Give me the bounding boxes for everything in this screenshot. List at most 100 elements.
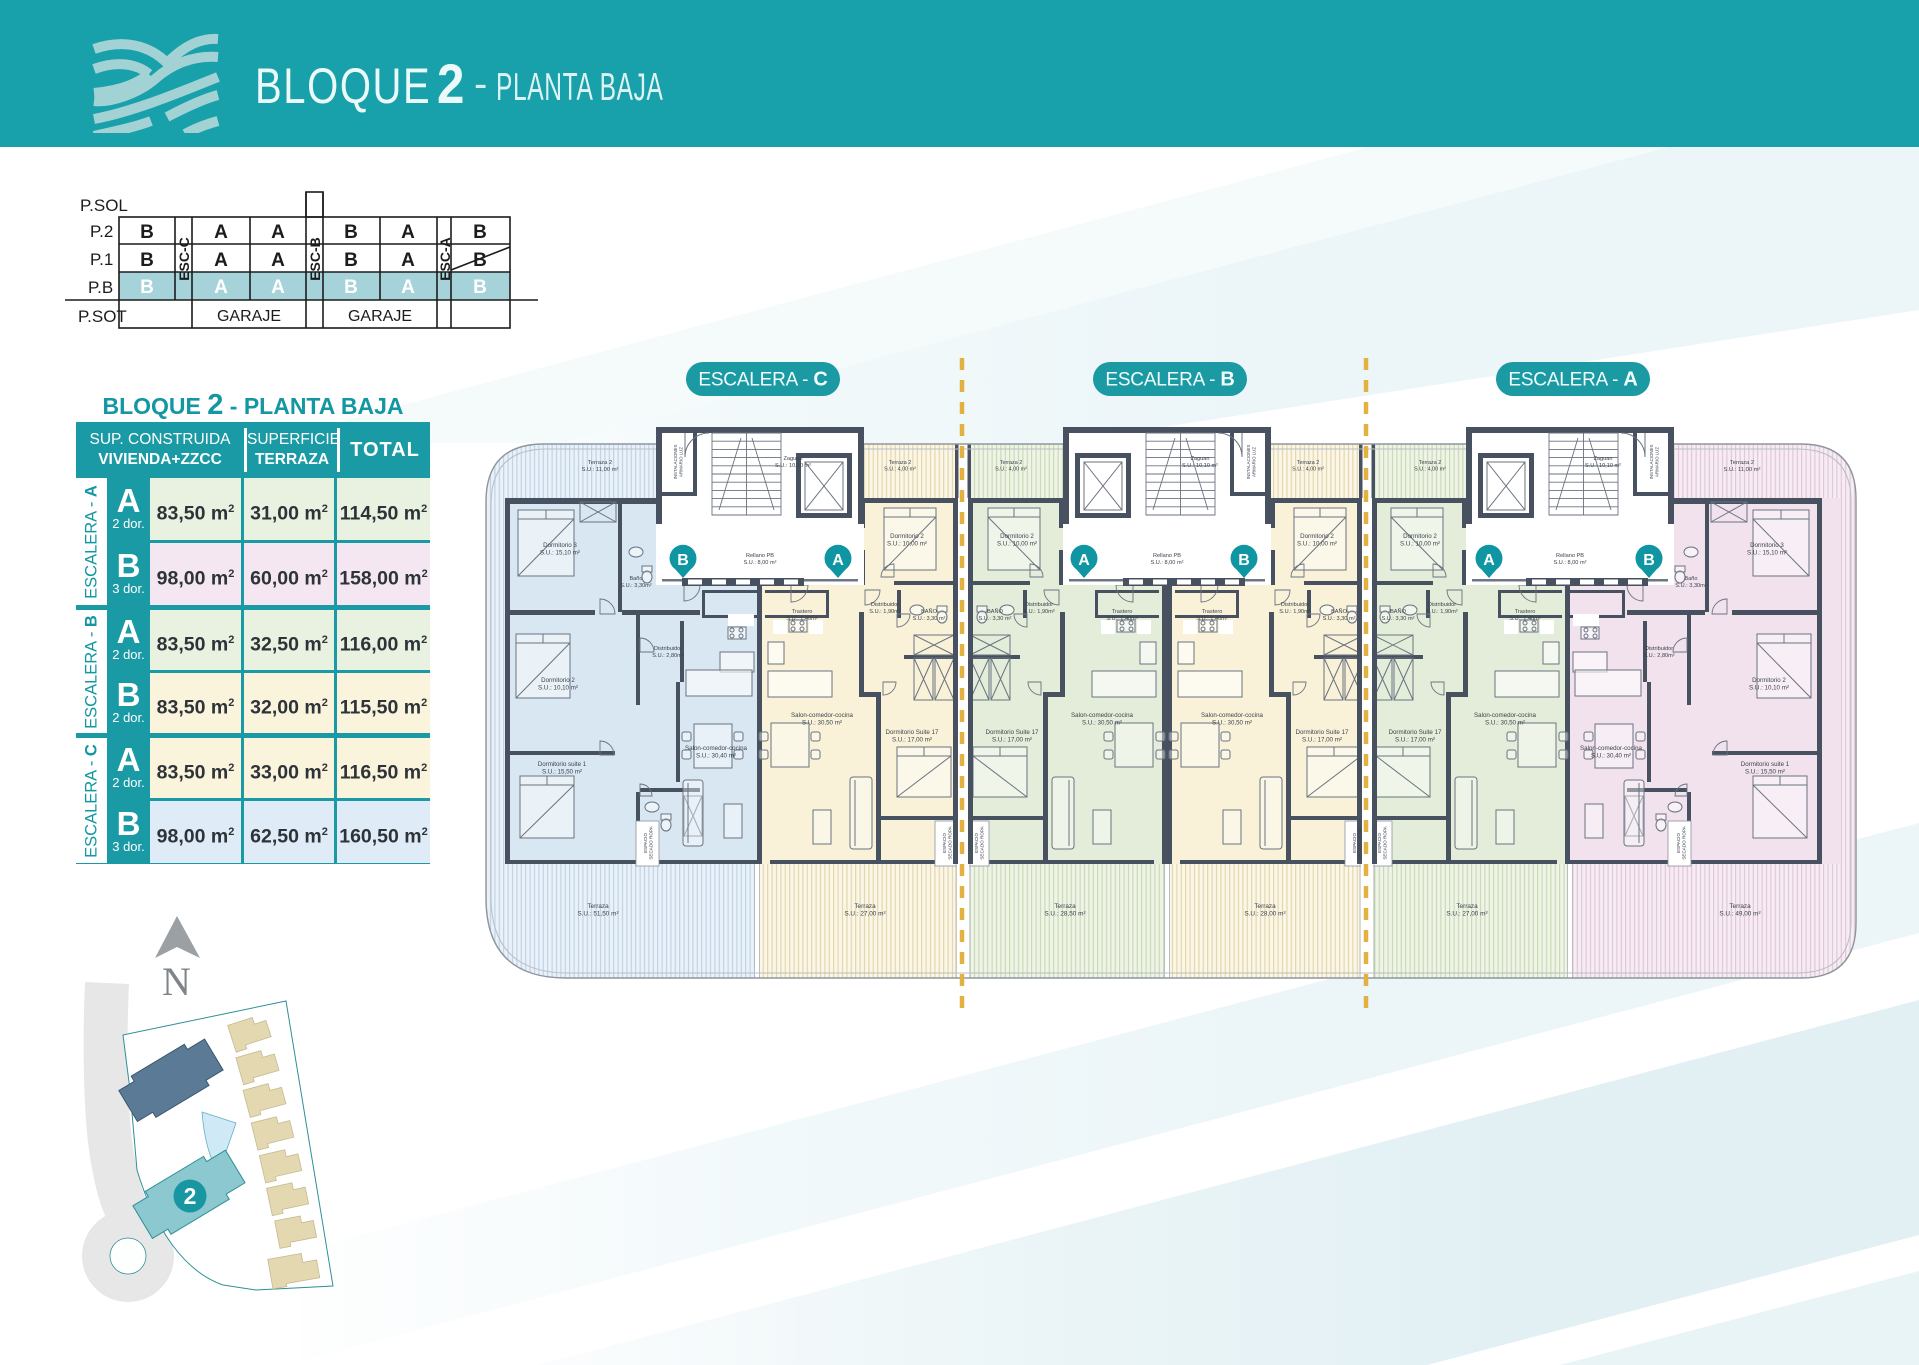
svg-text:ESCALERA - B: ESCALERA - B: [1105, 369, 1234, 391]
svg-text:Dormitorio 2S.U.: 10,00 m²: Dormitorio 2S.U.: 10,00 m²: [997, 533, 1037, 547]
svg-text:B: B: [140, 277, 154, 298]
svg-text:A: A: [271, 277, 285, 298]
svg-text:Terraza 2S.U.: 11,00 m²: Terraza 2S.U.: 11,00 m²: [1724, 460, 1761, 473]
svg-text:Dormitorio Suite 17S.U.: 17,00: Dormitorio Suite 17S.U.: 17,00 m²: [986, 729, 1040, 743]
svg-text:A: A: [401, 277, 415, 298]
svg-text:P.B: P.B: [88, 278, 113, 297]
svg-text:B: B: [1643, 552, 1655, 569]
svg-text:B: B: [344, 250, 358, 271]
svg-text:B: B: [140, 222, 154, 243]
svg-text:ESC-C: ESC-C: [176, 237, 192, 281]
svg-text:ESC-B: ESC-B: [307, 237, 323, 281]
svg-text:ESPACIOSECADO ROPA: ESPACIOSECADO ROPA: [1676, 825, 1687, 859]
svg-text:-: -: [474, 62, 487, 106]
svg-text:Rellano PBS.U.: 8,00 m²: Rellano PBS.U.: 8,00 m²: [1151, 553, 1184, 566]
svg-text:A: A: [214, 222, 228, 243]
svg-text:B: B: [473, 277, 487, 298]
svg-text:ESC-A: ESC-A: [437, 237, 453, 281]
svg-text:Dormitorio 3S.U.: 15,10 m²: Dormitorio 3S.U.: 15,10 m²: [1747, 542, 1787, 556]
svg-text:Dormitorio suite 1S.U.: 15,50: Dormitorio suite 1S.U.: 15,50 m²: [1741, 761, 1790, 775]
svg-text:Rellano PBS.U.: 8,00 m²: Rellano PBS.U.: 8,00 m²: [1554, 553, 1587, 566]
svg-text:ESPACIOSECADO ROPA: ESPACIOSECADO ROPA: [942, 825, 953, 859]
svg-text:Terraza 2S.U.: 4,00 m²: Terraza 2S.U.: 4,00 m²: [1414, 460, 1446, 473]
svg-text:Dormitorio Suite 17S.U.: 17,00: Dormitorio Suite 17S.U.: 17,00 m²: [886, 729, 940, 743]
svg-text:ESCALERA - A: ESCALERA - A: [1508, 369, 1637, 391]
svg-text:ESCALERA - C: ESCALERA - C: [698, 369, 827, 391]
svg-text:2: 2: [184, 1183, 197, 1209]
svg-text:B: B: [1238, 552, 1250, 569]
svg-text:INSTALACIONESARMARIO LUZ: INSTALACIONESARMARIO LUZ: [1246, 445, 1256, 480]
svg-text:B: B: [473, 250, 487, 271]
svg-text:A: A: [271, 250, 285, 271]
svg-text:BLOQUE: BLOQUE: [255, 58, 431, 114]
svg-text:B: B: [677, 552, 689, 569]
svg-text:Dormitorio 3S.U.: 15,10 m²: Dormitorio 3S.U.: 15,10 m²: [540, 542, 580, 556]
svg-text:ESPACIOSECADO ROPA: ESPACIOSECADO ROPA: [1352, 825, 1363, 859]
svg-text:A: A: [401, 250, 415, 271]
svg-text:ESPACIOSECADO ROPA: ESPACIOSECADO ROPA: [643, 825, 654, 859]
svg-text:P.SOL: P.SOL: [80, 196, 128, 215]
svg-text:ESPACIOSECADO ROPA: ESPACIOSECADO ROPA: [1377, 825, 1388, 859]
svg-text:A: A: [1078, 552, 1090, 569]
svg-text:INSTALACIONESARMARIO LUZ: INSTALACIONESARMARIO LUZ: [673, 445, 683, 480]
svg-text:Terraza 2S.U.: 4,00 m²: Terraza 2S.U.: 4,00 m²: [995, 460, 1027, 473]
svg-text:PLANTA BAJA: PLANTA BAJA: [496, 64, 664, 108]
svg-text:Dormitorio 2S.U.: 10,00 m²: Dormitorio 2S.U.: 10,00 m²: [887, 533, 927, 547]
svg-text:A: A: [214, 277, 228, 298]
svg-text:A: A: [1483, 552, 1495, 569]
svg-text:B: B: [344, 277, 358, 298]
svg-text:Dormitorio 2S.U.: 10,00 m²: Dormitorio 2S.U.: 10,00 m²: [1400, 533, 1440, 547]
svg-text:Dormitorio Suite 17S.U.: 17,00: Dormitorio Suite 17S.U.: 17,00 m²: [1296, 729, 1350, 743]
svg-text:Dormitorio 2S.U.: 10,10 m²: Dormitorio 2S.U.: 10,10 m²: [538, 677, 578, 691]
svg-text:P.1: P.1: [90, 250, 113, 269]
svg-text:ESPACIOSECADO ROPA: ESPACIOSECADO ROPA: [974, 825, 985, 859]
svg-text:Dormitorio 2S.U.: 10,10 m²: Dormitorio 2S.U.: 10,10 m²: [1749, 677, 1789, 691]
svg-text:A: A: [214, 250, 228, 271]
svg-text:GARAJE: GARAJE: [217, 308, 281, 325]
svg-text:A: A: [832, 552, 844, 569]
svg-text:Terraza 2S.U.: 4,00 m²: Terraza 2S.U.: 4,00 m²: [1292, 460, 1324, 473]
svg-text:INSTALACIONESARMARIO LUZ: INSTALACIONESARMARIO LUZ: [1649, 445, 1659, 480]
svg-text:B: B: [140, 250, 154, 271]
svg-text:Rellano PBS.U.: 8,00 m²: Rellano PBS.U.: 8,00 m²: [744, 553, 777, 566]
svg-text:B: B: [473, 222, 487, 243]
svg-text:B: B: [344, 222, 358, 243]
svg-text:A: A: [271, 222, 285, 243]
svg-text:Terraza 2S.U.: 11,00 m²: Terraza 2S.U.: 11,00 m²: [582, 460, 619, 473]
svg-text:Dormitorio Suite 17S.U.: 17,00: Dormitorio Suite 17S.U.: 17,00 m²: [1389, 729, 1443, 743]
svg-text:P.2: P.2: [90, 222, 113, 241]
svg-text:Dormitorio 2S.U.: 10,00 m²: Dormitorio 2S.U.: 10,00 m²: [1297, 533, 1337, 547]
svg-text:P.SOT: P.SOT: [78, 307, 127, 326]
svg-text:GARAJE: GARAJE: [348, 308, 412, 325]
